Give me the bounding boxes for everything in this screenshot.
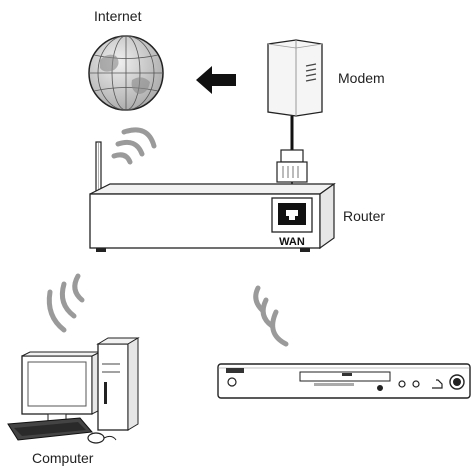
router-label: Router bbox=[343, 208, 386, 224]
computer-label: Computer bbox=[32, 450, 94, 466]
desktop-computer-icon bbox=[7, 337, 140, 444]
globe-icon bbox=[88, 35, 164, 111]
wireless-signal-icon bbox=[46, 273, 85, 333]
modem-label: Modem bbox=[338, 70, 385, 86]
wireless-signal-icon bbox=[253, 285, 289, 347]
internet-label: Internet bbox=[94, 8, 142, 24]
router-icon: WAN bbox=[89, 141, 336, 252]
wan-port-label: WAN bbox=[279, 236, 305, 248]
wireless-signal-icon bbox=[111, 127, 157, 165]
arrow-left-icon bbox=[196, 66, 236, 94]
blu-ray-player-icon bbox=[217, 363, 471, 399]
modem-icon bbox=[267, 39, 323, 117]
